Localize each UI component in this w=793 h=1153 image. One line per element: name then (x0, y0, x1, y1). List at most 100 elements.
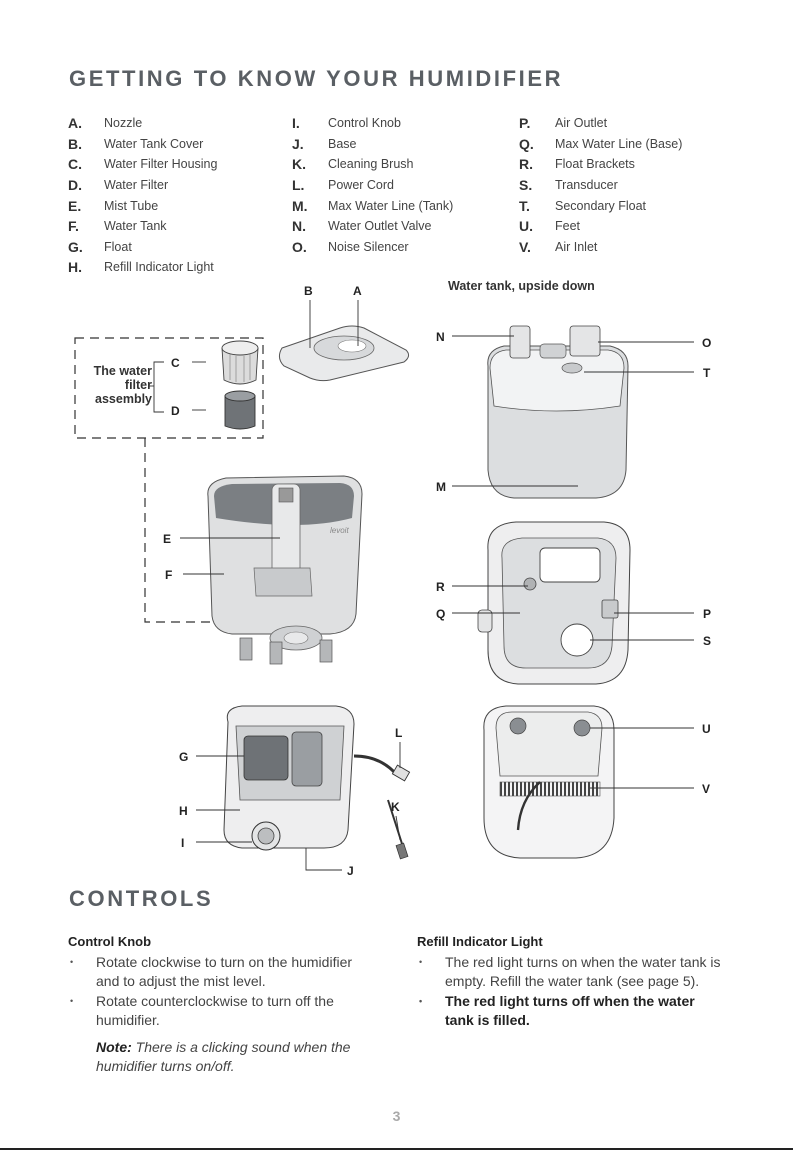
part-item: M. Max Water Line (Tank) (292, 195, 453, 216)
part-item: Q. Max Water Line (Base) (519, 134, 682, 155)
callout-k: K (391, 800, 400, 814)
brand-logo: levoit (330, 526, 349, 535)
callout-n: N (436, 330, 445, 344)
part-item: E. Mist Tube (68, 195, 217, 216)
part-letter: K. (292, 156, 306, 173)
part-label: Secondary Float (555, 198, 647, 213)
callout-m: M (436, 480, 446, 494)
part-letter: E. (68, 197, 82, 214)
part-item: U. Feet (519, 216, 682, 237)
part-label: Max Water Line (Tank) (328, 198, 454, 213)
refill-bullet-1: The red light turns on when the water ta… (417, 953, 727, 991)
part-item: J. Base (292, 134, 453, 155)
part-label: Noise Silencer (328, 239, 409, 254)
knob-bullet-2: Rotate counterclockwise to turn off the … (68, 992, 368, 1030)
part-label: Refill Indicator Light (104, 260, 214, 275)
part-label: Power Cord (328, 178, 394, 193)
part-letter: B. (68, 135, 82, 152)
part-label: Air Outlet (555, 116, 608, 131)
callout-b: B (304, 284, 313, 298)
page-title: GETTING TO KNOW YOUR HUMIDIFIER (69, 66, 564, 91)
note-label: Note: (96, 1039, 132, 1055)
callout-t: T (703, 366, 711, 380)
part-label: Mist Tube (104, 198, 159, 213)
part-item: K. Cleaning Brush (292, 154, 453, 175)
part-letter: G. (68, 238, 83, 255)
callout-h: H (179, 804, 188, 818)
callout-l: L (395, 726, 403, 740)
part-item: P. Air Outlet (519, 113, 682, 134)
part-item: A. Nozzle (68, 113, 217, 134)
part-label: Water Filter Housing (104, 157, 218, 172)
refill-heading: Refill Indicator Light (417, 934, 543, 949)
callout-e: E (163, 532, 172, 546)
part-letter: I. (292, 115, 300, 132)
part-letter: A. (68, 115, 82, 132)
part-item: S. Transducer (519, 175, 682, 196)
part-label: Transducer (555, 178, 618, 193)
callout-c: C (171, 356, 180, 370)
tank-caption: Water tank, upside down (448, 279, 595, 293)
controls-title: CONTROLS (69, 886, 214, 911)
part-label: Feet (555, 219, 581, 234)
part-letter: Q. (519, 135, 534, 152)
base-top-view-illustration (477, 521, 631, 685)
page-number: 3 (392, 1108, 401, 1124)
part-label: Base (328, 136, 357, 151)
callout-q: Q (436, 607, 446, 621)
part-letter: F. (68, 218, 79, 235)
control-knob-section: Control Knob Rotate clockwise to turn on… (68, 934, 368, 1076)
part-letter: S. (519, 177, 533, 194)
part-item: L. Power Cord (292, 175, 453, 196)
bottom-rule (0, 1148, 793, 1150)
callout-o: O (702, 336, 712, 350)
humidifier-diagram: B A C D E F G H I J K L M N O P Q R S T … (0, 270, 793, 890)
part-item: N. Water Outlet Valve (292, 216, 453, 237)
part-item: I. Control Knob (292, 113, 453, 134)
refill-indicator-section: Refill Indicator Light The red light tur… (417, 934, 727, 1031)
part-label: Water Filter (104, 178, 169, 193)
part-letter: T. (519, 197, 530, 214)
part-item: H.Refill Indicator Light (68, 257, 217, 278)
part-item: R.Float Brackets (519, 154, 682, 175)
filter-caption: The water filter assembly (93, 364, 152, 406)
part-label: Water Tank Cover (104, 136, 204, 151)
part-letter: L. (292, 177, 305, 194)
part-letter: N. (292, 218, 306, 235)
part-item: C.Water Filter Housing (68, 154, 217, 175)
callout-s: S (703, 634, 712, 648)
part-item: F.Water Tank (68, 216, 217, 237)
callout-v: V (702, 782, 711, 796)
part-label: Water Outlet Valve (328, 219, 432, 234)
filter-housing-illustration (221, 340, 259, 385)
refill-bullet-2: The red light turns off when the water t… (417, 992, 727, 1030)
part-letter: J. (292, 135, 304, 152)
diagram-illustrations (74, 300, 694, 871)
knob-bullet-1: Rotate clockwise to turn on the humidifi… (68, 953, 368, 991)
base-illustration (223, 705, 411, 860)
part-letter: M. (292, 197, 308, 214)
callout-u: U (702, 722, 711, 736)
part-label: Nozzle (104, 116, 143, 131)
part-item: G.Float (68, 237, 217, 258)
part-letter: P. (519, 115, 531, 132)
part-item: V. Air Inlet (519, 237, 682, 258)
part-label: Max Water Line (Base) (555, 136, 683, 151)
callout-p: P (703, 607, 712, 621)
part-item: B. Water Tank Cover (68, 134, 217, 155)
part-letter: D. (68, 177, 82, 194)
callout-j: J (347, 864, 354, 878)
part-item: D. Water Filter (68, 175, 217, 196)
water-tank-illustration (207, 475, 363, 665)
water-filter-illustration (224, 390, 256, 430)
callout-g: G (179, 750, 189, 764)
part-letter: U. (519, 218, 533, 235)
part-label: Control Knob (328, 116, 401, 131)
knob-note: Note: There is a clicking sound when the… (96, 1038, 368, 1076)
part-label: Air Inlet (555, 239, 598, 254)
control-knob-heading: Control Knob (68, 934, 152, 949)
callout-r: R (436, 580, 445, 594)
part-label: Cleaning Brush (328, 157, 414, 172)
part-letter: V. (519, 238, 531, 255)
